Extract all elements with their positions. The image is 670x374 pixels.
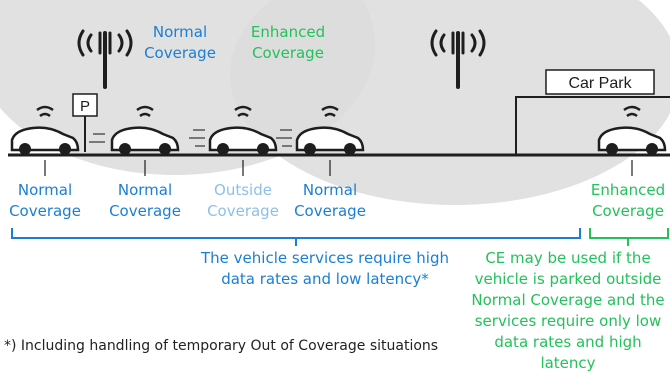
- car-park-sign: [545, 69, 655, 95]
- car-label-5-line1: Enhanced: [590, 181, 666, 199]
- blue-brace: [11, 228, 581, 246]
- car-label-3-line1: Outside: [214, 181, 272, 199]
- normal-coverage-line1: Normal: [152, 23, 208, 41]
- enhanced-coverage-line1: Enhanced: [250, 23, 326, 41]
- car-label-4-line2: Coverage: [294, 202, 366, 220]
- car-label-1-line1: Normal: [17, 181, 73, 199]
- car-label-4-line1: Normal: [302, 181, 358, 199]
- car-label-1-line2: Coverage: [9, 202, 81, 220]
- car-icon: [189, 105, 278, 155]
- blue-brace-note: The vehicle services require high data r…: [201, 249, 449, 288]
- car-icon: [276, 105, 365, 155]
- car-label-2-line1: Normal: [117, 181, 173, 199]
- car-label-2-line2: Coverage: [109, 202, 181, 220]
- enhanced-coverage-line2: Coverage: [252, 44, 324, 62]
- cell-tower-icon: [77, 29, 133, 89]
- green-brace: [589, 228, 669, 246]
- parking-sign-letter: P: [80, 98, 90, 115]
- normal-coverage-line2: Coverage: [144, 44, 216, 62]
- car-park-label: Car Park: [568, 75, 632, 92]
- enhanced-coverage-label: Enhanced Coverage: [238, 22, 338, 64]
- green-brace-note: CE may be used if the vehicle is parked …: [471, 249, 665, 372]
- car-label-3-line2: Coverage: [207, 202, 279, 220]
- diagram-canvas: Car Park P: [0, 0, 670, 246]
- car-label-3: Outside Coverage: [200, 180, 286, 222]
- car-label-4: Normal Coverage: [287, 180, 373, 222]
- car-icon: [10, 105, 80, 155]
- parking-sign-icon: P: [72, 93, 98, 152]
- car-label-1: Normal Coverage: [5, 180, 85, 222]
- car-label-2: Normal Coverage: [102, 180, 188, 222]
- car-label-5: Enhanced Coverage: [586, 180, 670, 222]
- car-park-outline: [515, 96, 670, 155]
- car-pointers: [44, 160, 633, 176]
- cell-tower-icon: [430, 29, 486, 89]
- footnote: *) Including handling of temporary Out o…: [4, 338, 439, 354]
- car-icon: [597, 105, 667, 155]
- car-icon: [89, 105, 180, 155]
- normal-coverage-label: Normal Coverage: [130, 22, 230, 64]
- car-label-5-line2: Coverage: [592, 202, 664, 220]
